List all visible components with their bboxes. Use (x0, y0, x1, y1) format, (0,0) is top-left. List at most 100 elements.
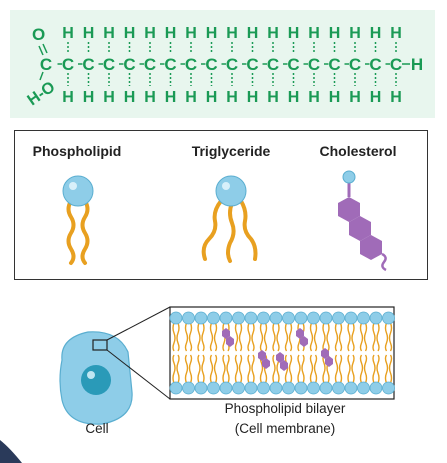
top-hydrogen: H (124, 25, 136, 42)
bilayer-tail (359, 354, 364, 384)
bottom-hydrogen: H (370, 89, 382, 106)
bilayer-head (219, 381, 233, 395)
bilayer-head (219, 311, 233, 325)
top-hydrogen: H (165, 25, 177, 42)
chain-carbon: C (287, 55, 299, 74)
bilayer-box (169, 306, 395, 400)
membrane-cholesterol (222, 328, 230, 339)
chain-carbon: C (185, 55, 197, 74)
phospholipid-label: Phospholipid (32, 143, 122, 159)
bilayer-head (194, 311, 208, 325)
phospholipid-icon (62, 175, 94, 265)
bottom-hydrogen: H (185, 89, 197, 106)
top-hydrogen: H (206, 25, 218, 42)
bilayer-head (332, 381, 345, 395)
carboxyl-carbon: C (40, 55, 52, 74)
bilayer-tail (363, 354, 368, 384)
lipid-illustrations (62, 170, 387, 272)
bilayer-tail (288, 322, 293, 352)
top-hydrogen: H (390, 25, 402, 42)
bilayer-tail (313, 354, 318, 384)
bilayer-tail (209, 354, 214, 384)
bilayer-head (307, 311, 320, 325)
bilayer-head (169, 311, 183, 325)
bilayer-tail (251, 354, 255, 384)
bilayer-head (269, 381, 283, 395)
top-hydrogen: H (62, 25, 74, 42)
bilayer-tail (326, 322, 330, 352)
bilayer-tail (359, 322, 364, 352)
bottom-hydrogen: H (390, 89, 402, 106)
bottom-hydrogen: H (124, 89, 136, 106)
bottom-hydrogen: H (144, 89, 156, 106)
bilayer-head (294, 381, 308, 395)
top-hydrogen: H (144, 25, 156, 42)
phospholipid-bilayer (169, 311, 395, 395)
chain-carbon: C (62, 55, 74, 74)
bilayer-tail (234, 354, 239, 384)
bilayer-tail (363, 322, 368, 352)
bottom-hydrogen: H (267, 89, 279, 106)
bilayer-tail (247, 354, 251, 384)
membrane-cholesterol (276, 352, 284, 363)
triglyceride-label: Triglyceride (191, 143, 271, 159)
bilayer-tail (238, 322, 243, 352)
chain-carbon: C (123, 55, 135, 74)
bilayer-head (369, 311, 383, 325)
top-hydrogen: H (247, 25, 259, 42)
bilayer-tail (184, 354, 189, 384)
bilayer-tail (338, 322, 343, 352)
cholesterol-icon (338, 170, 387, 272)
bottom-hydrogen: H (226, 89, 238, 106)
bilayer-head (207, 381, 220, 395)
top-hydrogen: H (349, 25, 361, 42)
chain-carbon: C (205, 55, 217, 74)
bottom-hydrogen: H (165, 89, 177, 106)
bilayer-tail (322, 354, 326, 384)
bilayer-tail (201, 354, 205, 384)
bilayer-head (344, 311, 358, 325)
bilayer-tail (322, 322, 326, 352)
chain-carbon: C (267, 55, 279, 74)
bilayer-tail (272, 354, 276, 384)
membrane-cholesterol (262, 358, 270, 369)
carboxyl-oxygen: O (32, 25, 45, 44)
fatty-acid-molecule: COH-OCHHCHHCHHCHHCHHCHHCHHCHHCHHCHHCHHCH… (10, 10, 435, 118)
membrane-cholesterol (321, 348, 329, 359)
bilayer-tail (347, 322, 351, 352)
chain-carbon: C (144, 55, 156, 74)
bilayer-head (282, 311, 295, 325)
chain-carbon: C (308, 55, 320, 74)
bilayer-tail (388, 354, 393, 384)
bilayer-label-line2: (Cell membrane) (234, 421, 336, 436)
bilayer-tail (188, 354, 193, 384)
bilayer-head (357, 311, 370, 325)
bilayer-tail (313, 322, 318, 352)
bilayer-tail (197, 322, 201, 352)
bilayer-tail (251, 322, 255, 352)
bilayer-head (232, 381, 245, 395)
chain-carbon: C (164, 55, 176, 74)
membrane-cholesterol (296, 328, 304, 339)
hydroxyl-bond (39, 71, 44, 81)
bilayer-tail (351, 322, 355, 352)
bottom-hydrogen: H (83, 89, 95, 106)
bilayer-head (319, 311, 333, 325)
bilayer-head (369, 381, 383, 395)
double-bond-a (38, 45, 44, 56)
bilayer-head (169, 381, 183, 395)
bilayer-tail (351, 354, 355, 384)
bilayer-tail (172, 354, 176, 384)
cell-membrane-diagram (59, 306, 395, 425)
membrane-cholesterol (280, 360, 288, 371)
bilayer-head (344, 381, 358, 395)
bilayer-head (244, 381, 258, 395)
cell-nucleus (81, 365, 111, 395)
zoom-box (92, 339, 108, 351)
bilayer-tail (334, 322, 339, 352)
membrane-cholesterol (300, 336, 308, 347)
bottom-hydrogen: H (349, 89, 361, 106)
bilayer-tail (213, 322, 218, 352)
bilayer-tail (388, 322, 393, 352)
top-hydrogen: H (83, 25, 95, 42)
